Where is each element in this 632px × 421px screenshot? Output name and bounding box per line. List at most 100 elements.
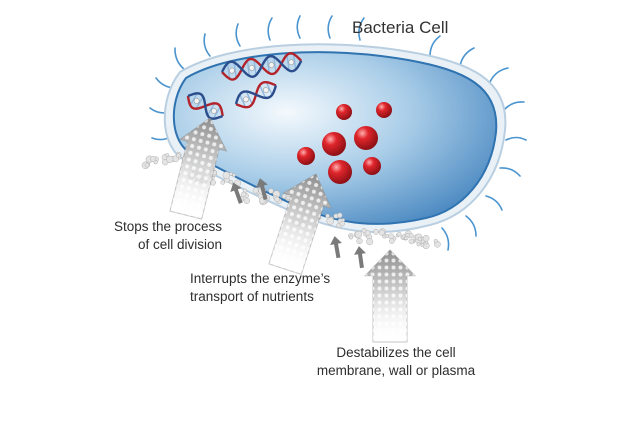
dna-rung bbox=[292, 53, 297, 70]
large-arrow bbox=[363, 249, 417, 343]
membrane-particle bbox=[150, 156, 157, 162]
large-arrow bbox=[268, 173, 333, 275]
red-sphere bbox=[336, 104, 352, 120]
ribosome-spheres bbox=[297, 102, 392, 184]
large-arrow-dots bbox=[365, 250, 415, 342]
large-arrow-dots bbox=[169, 118, 227, 219]
membrane-particle bbox=[252, 187, 259, 194]
membrane-particle bbox=[408, 238, 415, 245]
dna-rung bbox=[195, 96, 204, 110]
dna-node bbox=[288, 59, 295, 66]
dna-rung bbox=[266, 57, 270, 74]
label-cell-division: Stops the process of cell division bbox=[114, 218, 222, 254]
dna-node bbox=[243, 96, 249, 103]
membrane-particle bbox=[422, 234, 430, 242]
small-arrow-shape bbox=[230, 182, 243, 204]
label-line: Interrupts the enzyme’s bbox=[190, 271, 331, 286]
dna-rung bbox=[212, 106, 221, 120]
flagellum bbox=[465, 215, 477, 237]
flagellum bbox=[174, 47, 186, 71]
small-arrow bbox=[354, 246, 366, 269]
membrane-particle bbox=[220, 180, 226, 185]
small-arrow bbox=[230, 182, 243, 204]
membrane-particle bbox=[326, 217, 334, 225]
small-arrow-shape bbox=[354, 246, 366, 269]
dna-node bbox=[229, 67, 235, 74]
flagellum bbox=[441, 227, 450, 251]
large-arrow bbox=[169, 117, 228, 220]
membrane-particle bbox=[348, 235, 354, 240]
membrane-particle bbox=[274, 196, 280, 203]
membrane-particle bbox=[416, 242, 421, 247]
dna-rung bbox=[246, 60, 251, 77]
membrane-particle bbox=[337, 212, 343, 218]
membrane-particle bbox=[268, 188, 274, 194]
flagellum bbox=[203, 33, 211, 57]
dna-strand bbox=[220, 54, 303, 78]
membrane-particle bbox=[433, 238, 438, 244]
dna-node bbox=[248, 64, 255, 71]
label-line: Destabilizes the cell bbox=[336, 345, 456, 360]
membrane-particle bbox=[388, 233, 395, 240]
flagellum bbox=[505, 136, 527, 141]
membrane-particle bbox=[373, 229, 379, 235]
dna-rung bbox=[259, 85, 267, 99]
flagellum bbox=[235, 23, 241, 47]
dna-rung bbox=[207, 102, 216, 116]
membrane-particle bbox=[166, 155, 174, 163]
dna-rung bbox=[245, 91, 253, 105]
red-sphere bbox=[376, 102, 392, 118]
dna-rung bbox=[253, 59, 257, 76]
dna-rung bbox=[189, 92, 198, 106]
membrane-particle bbox=[389, 238, 395, 244]
flagellum bbox=[503, 101, 525, 111]
flagellum bbox=[459, 47, 475, 67]
red-sphere bbox=[354, 126, 378, 150]
flagellum bbox=[327, 15, 333, 39]
dna-helix bbox=[234, 81, 278, 109]
membrane-particle bbox=[396, 231, 402, 237]
membrane-particle bbox=[222, 171, 231, 179]
dna-rung bbox=[239, 94, 247, 108]
dna-rung bbox=[233, 62, 237, 78]
flagella bbox=[149, 15, 527, 251]
label-line: membrane, wall or plasma bbox=[316, 363, 476, 378]
membrane-particle bbox=[339, 220, 345, 227]
flagellum bbox=[485, 195, 503, 211]
membrane-particle bbox=[144, 162, 150, 168]
membrane-particle bbox=[378, 229, 385, 236]
small-arrow-shape bbox=[256, 178, 268, 201]
membrane-particle bbox=[232, 173, 236, 178]
label-line: transport of nutrients bbox=[190, 289, 314, 304]
membrane-particle bbox=[384, 233, 389, 238]
membrane-particle bbox=[354, 230, 363, 239]
red-sphere bbox=[328, 160, 352, 184]
red-sphere bbox=[297, 147, 315, 165]
flagellum bbox=[499, 167, 521, 177]
dna-node bbox=[193, 98, 200, 104]
red-sphere bbox=[363, 157, 381, 175]
membrane-particle bbox=[417, 236, 423, 242]
dna-helix bbox=[186, 92, 224, 120]
dna-strand bbox=[234, 85, 278, 105]
membrane-particle bbox=[228, 179, 234, 185]
label-line: of cell division bbox=[137, 237, 222, 252]
dna-rung bbox=[226, 63, 231, 79]
dna-rung bbox=[265, 81, 273, 96]
flagellum bbox=[267, 17, 273, 41]
flagellum bbox=[296, 15, 301, 39]
small-arrow-shape bbox=[330, 236, 342, 259]
membrane-particle bbox=[366, 238, 374, 246]
membrane-particle bbox=[228, 172, 233, 176]
flagellum bbox=[358, 17, 365, 41]
membrane-particle bbox=[404, 235, 409, 240]
membrane-particle bbox=[240, 191, 247, 198]
small-arrows bbox=[230, 178, 366, 269]
flagellum bbox=[489, 67, 509, 83]
label-enzyme-transport: Interrupts the enzyme’s transport of nut… bbox=[190, 270, 330, 306]
dna-helix bbox=[220, 52, 303, 81]
large-arrows bbox=[169, 117, 417, 343]
dna-rung bbox=[286, 54, 290, 71]
